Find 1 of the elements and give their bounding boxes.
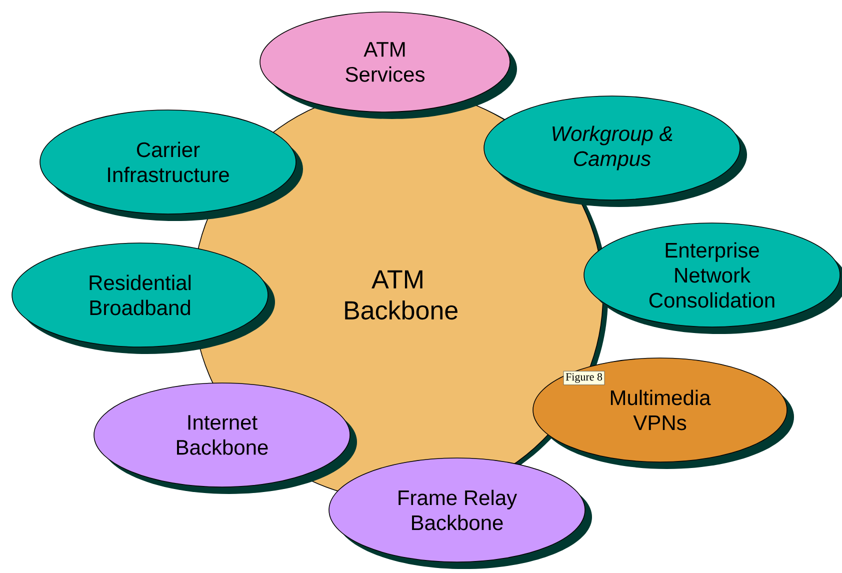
tooltip-label: Figure 8 bbox=[563, 370, 605, 386]
